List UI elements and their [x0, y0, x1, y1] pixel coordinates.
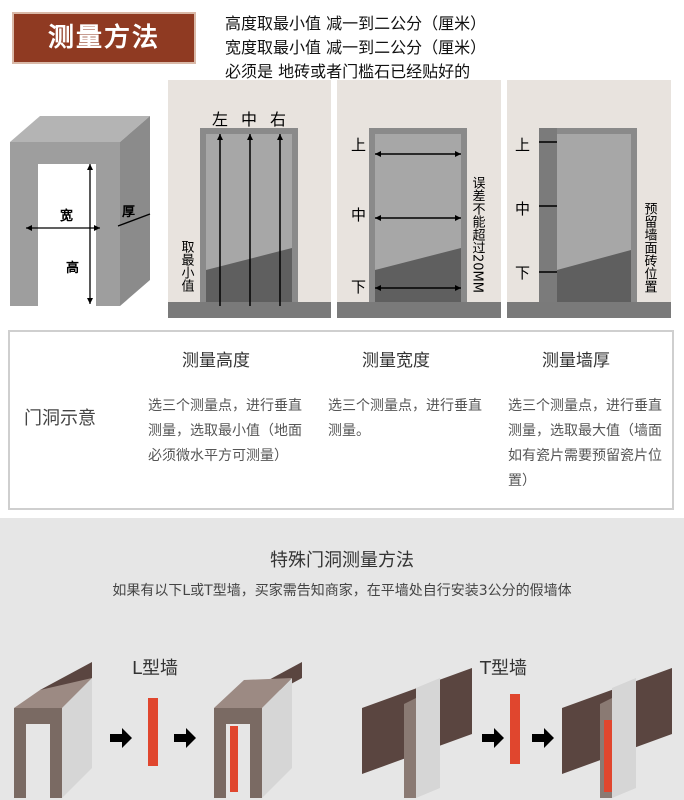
special-subtitle: 如果有以下L或T型墙，买家需告知商家，在平墙处自行安装3公分的假墙体	[112, 583, 572, 599]
width-rule-line: 宽度取最小值 减一到二公分（厘米）	[225, 38, 487, 57]
heading-thickness: 测量墙厚	[542, 351, 610, 371]
arrow-icon	[482, 728, 504, 748]
bottom-point-label: 下	[351, 278, 366, 296]
l-wall-illustration	[14, 662, 302, 798]
text-thickness: 选三个测量点，进行垂直测量，选取最大值（墙面如有瓷片需要预留瓷片位置）	[508, 398, 662, 489]
right-point-label: 右	[270, 110, 286, 129]
text-height: 选三个测量点，进行垂直测量，选取最小值（地面必须微水平方可测量）	[148, 398, 302, 464]
measure-diagrams: 宽 高 厚 左 中 右 取最小值 上 中 下 误差不能超过20MM	[0, 80, 684, 320]
text-width: 选三个测量点，进行垂直测量。	[328, 398, 482, 439]
thickness-label: 厚	[122, 204, 135, 220]
section-title: 测量方法	[12, 12, 196, 64]
special-title: 特殊门洞测量方法	[270, 550, 414, 571]
height-rule-line: 高度取最小值 减一到二公分（厘米）	[225, 14, 487, 33]
middle-point-label: 中	[351, 206, 366, 224]
bottom-point-label: 下	[515, 264, 530, 282]
heading-width: 测量宽度	[362, 351, 430, 371]
center-point-label: 中	[241, 110, 257, 129]
t-wall-label: T型墙	[480, 658, 527, 679]
l-wall-label: L型墙	[132, 658, 179, 679]
special-opening-section: 特殊门洞测量方法 如果有以下L或T型墙，买家需告知商家，在平墙处自行安装3公分的…	[0, 518, 684, 800]
measurement-table: 测量高度 测量宽度 测量墙厚 门洞示意 选三个测量点，进行垂直测量，选取最小值（…	[8, 330, 674, 510]
tile-reserve-note: 预留墙面砖位置	[642, 202, 658, 293]
width-measure-panel: 上 中 下 误差不能超过20MM	[337, 80, 501, 318]
arrow-icon	[174, 728, 196, 748]
width-label: 宽	[59, 208, 73, 224]
height-measure-panel: 左 中 右 取最小值	[168, 80, 331, 318]
middle-point-label: 中	[515, 200, 530, 218]
tolerance-note: 误差不能超过20MM	[470, 176, 486, 293]
arrow-icon	[532, 728, 554, 748]
fake-wall-piece	[148, 698, 158, 766]
floor-rule-line: 必须是 地砖或者门槛石已经贴好的	[225, 62, 471, 81]
take-min-note: 取最小值	[179, 240, 195, 293]
arrow-icon	[110, 728, 132, 748]
t-wall-illustration	[362, 668, 672, 798]
top-point-label: 上	[515, 136, 530, 154]
door-frame-illustration: 宽 高 厚	[10, 116, 151, 306]
fake-wall-piece	[510, 694, 520, 764]
top-point-label: 上	[351, 136, 366, 154]
row-label-door-opening: 门洞示意	[24, 408, 96, 429]
left-point-label: 左	[212, 110, 228, 129]
heading-height: 测量高度	[182, 351, 250, 371]
thickness-measure-panel: 上 中 下 预留墙面砖位置	[507, 80, 671, 318]
height-label: 高	[66, 260, 79, 276]
